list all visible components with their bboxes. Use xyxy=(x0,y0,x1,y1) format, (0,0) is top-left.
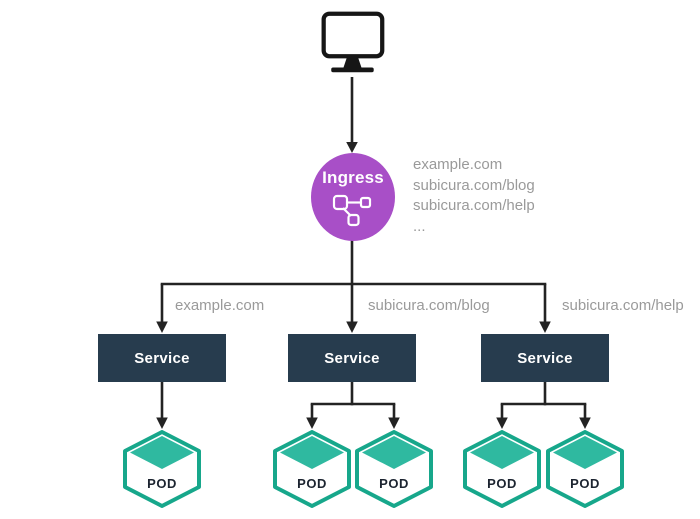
service-box: Service xyxy=(481,334,609,382)
pod-label: POD xyxy=(570,476,600,491)
pod-hexagon-icon xyxy=(355,430,433,508)
pod-label: POD xyxy=(297,476,327,491)
branch-rule-label: subicura.com/blog xyxy=(368,297,490,314)
pod-hexagon-icon xyxy=(463,430,541,508)
route-entry: ... xyxy=(413,217,426,235)
branch-rule-label: example.com xyxy=(175,297,265,314)
ingress-fanout-lines xyxy=(156,240,551,333)
service2-to-pods-lines xyxy=(306,382,400,429)
pod-label: POD xyxy=(487,476,517,491)
service3-to-pods-lines xyxy=(496,382,591,429)
pod-hexagon-icon xyxy=(273,430,351,508)
pod-node: POD xyxy=(462,430,542,508)
ingress-route-list: example.com subicura.com/blog subicura.c… xyxy=(413,155,535,237)
ingress-routes-icon xyxy=(332,194,372,227)
branch-rule-label: subicura.com/help xyxy=(562,297,684,314)
route-entry: example.com xyxy=(413,156,503,173)
route-entry: subicura.com/blog xyxy=(413,176,535,194)
monitor-icon xyxy=(321,11,385,73)
pod-label: POD xyxy=(147,476,177,491)
pod-node: POD xyxy=(272,430,352,508)
service-box: Service xyxy=(288,334,416,382)
route-entry: subicura.com/help xyxy=(413,197,535,214)
pod-node: POD xyxy=(545,430,625,508)
arrow-client-to-ingress xyxy=(346,77,358,153)
pod-label: POD xyxy=(379,476,409,491)
pod-hexagon-icon xyxy=(123,430,201,508)
pod-hexagon-icon xyxy=(546,430,624,508)
ingress-node: Ingress xyxy=(311,153,395,241)
service-box: Service xyxy=(98,334,226,382)
service1-to-pods-lines xyxy=(156,382,168,429)
ingress-label: Ingress xyxy=(322,168,384,187)
pod-node: POD xyxy=(354,430,434,508)
pod-node: POD xyxy=(122,430,202,508)
